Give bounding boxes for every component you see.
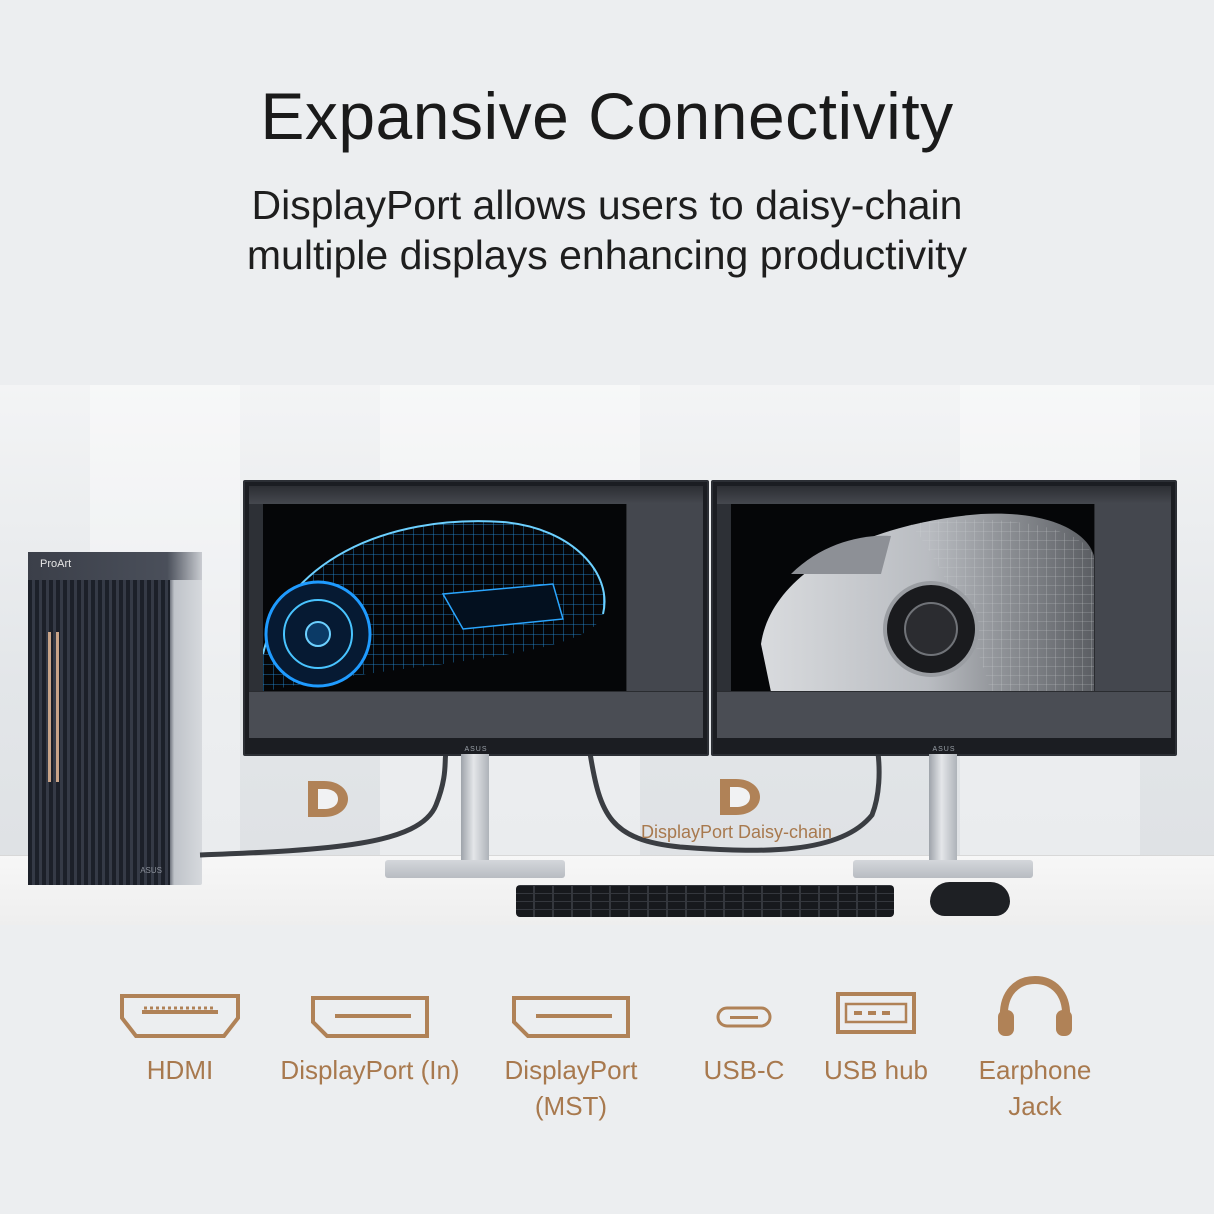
- monitor-left: ASUS: [243, 480, 709, 756]
- displayport-in-icon: [311, 996, 429, 1038]
- monitor-right-screen: [717, 486, 1171, 738]
- daisy-chain-label: DisplayPort Daisy-chain: [641, 822, 833, 842]
- tower-grille: [28, 580, 170, 885]
- monitor-right: ASUS: [711, 480, 1177, 756]
- tower-light-strip: [56, 632, 59, 782]
- displayport-mst-icon: [512, 996, 630, 1038]
- monitor-right-base: [853, 860, 1033, 878]
- keyboard: [516, 885, 894, 917]
- subtitle-line-2: multiple displays enhancing productivity: [246, 232, 968, 278]
- pc-tower: ProArt ASUS: [28, 552, 202, 885]
- port-label-line-2: (MST): [534, 1091, 608, 1121]
- tower-brand: ProArt: [40, 558, 72, 570]
- monitor-left-base: [385, 860, 565, 878]
- port-label-line-1: DisplayPort: [504, 1055, 638, 1085]
- monitor-left-screen: [249, 486, 703, 738]
- ports-row: HDMI DisplayPort (In) DisplayPort (MST) …: [0, 970, 1214, 1170]
- monitor-brand-logo: ASUS: [464, 746, 488, 753]
- port-label: DisplayPort (MST): [472, 1052, 670, 1124]
- page-subtitle: DisplayPort allows users to daisy-chain …: [0, 180, 1214, 280]
- port-label: HDMI: [146, 1055, 214, 1085]
- monitor-right-stand: [929, 754, 957, 864]
- port-label-line-1: Earphone: [978, 1055, 1092, 1085]
- port-label: USB hub: [823, 1055, 929, 1085]
- hdmi-icon: [120, 994, 240, 1038]
- monitor-left-stand: [461, 754, 489, 864]
- usb-c-icon: [716, 1006, 772, 1028]
- tower-light-strip: [48, 632, 51, 782]
- monitor-brand-logo: ASUS: [932, 746, 956, 753]
- tower-maker-logo: ASUS: [140, 866, 162, 875]
- page-title: Expansive Connectivity: [260, 79, 954, 153]
- displayport-icon: [308, 781, 348, 817]
- tower-top: ProArt: [28, 552, 202, 580]
- earphone-jack-icon: [998, 976, 1072, 1036]
- usb-hub-icon: [836, 992, 916, 1034]
- wireframe-car-blue: [263, 504, 627, 692]
- displayport-icon: [720, 779, 760, 815]
- cables: [199, 752, 882, 858]
- port-label: USB-C: [703, 1055, 785, 1085]
- port-label-line-2: Jack: [1008, 1091, 1062, 1121]
- mouse: [930, 882, 1010, 916]
- product-scene: ProArt ASUS: [0, 385, 1214, 925]
- port-label: DisplayPort (In): [280, 1055, 460, 1085]
- subtitle-line-1: DisplayPort allows users to daisy-chain: [251, 182, 963, 228]
- render-car-silver: [731, 504, 1095, 692]
- port-label: Earphone Jack: [954, 1052, 1116, 1124]
